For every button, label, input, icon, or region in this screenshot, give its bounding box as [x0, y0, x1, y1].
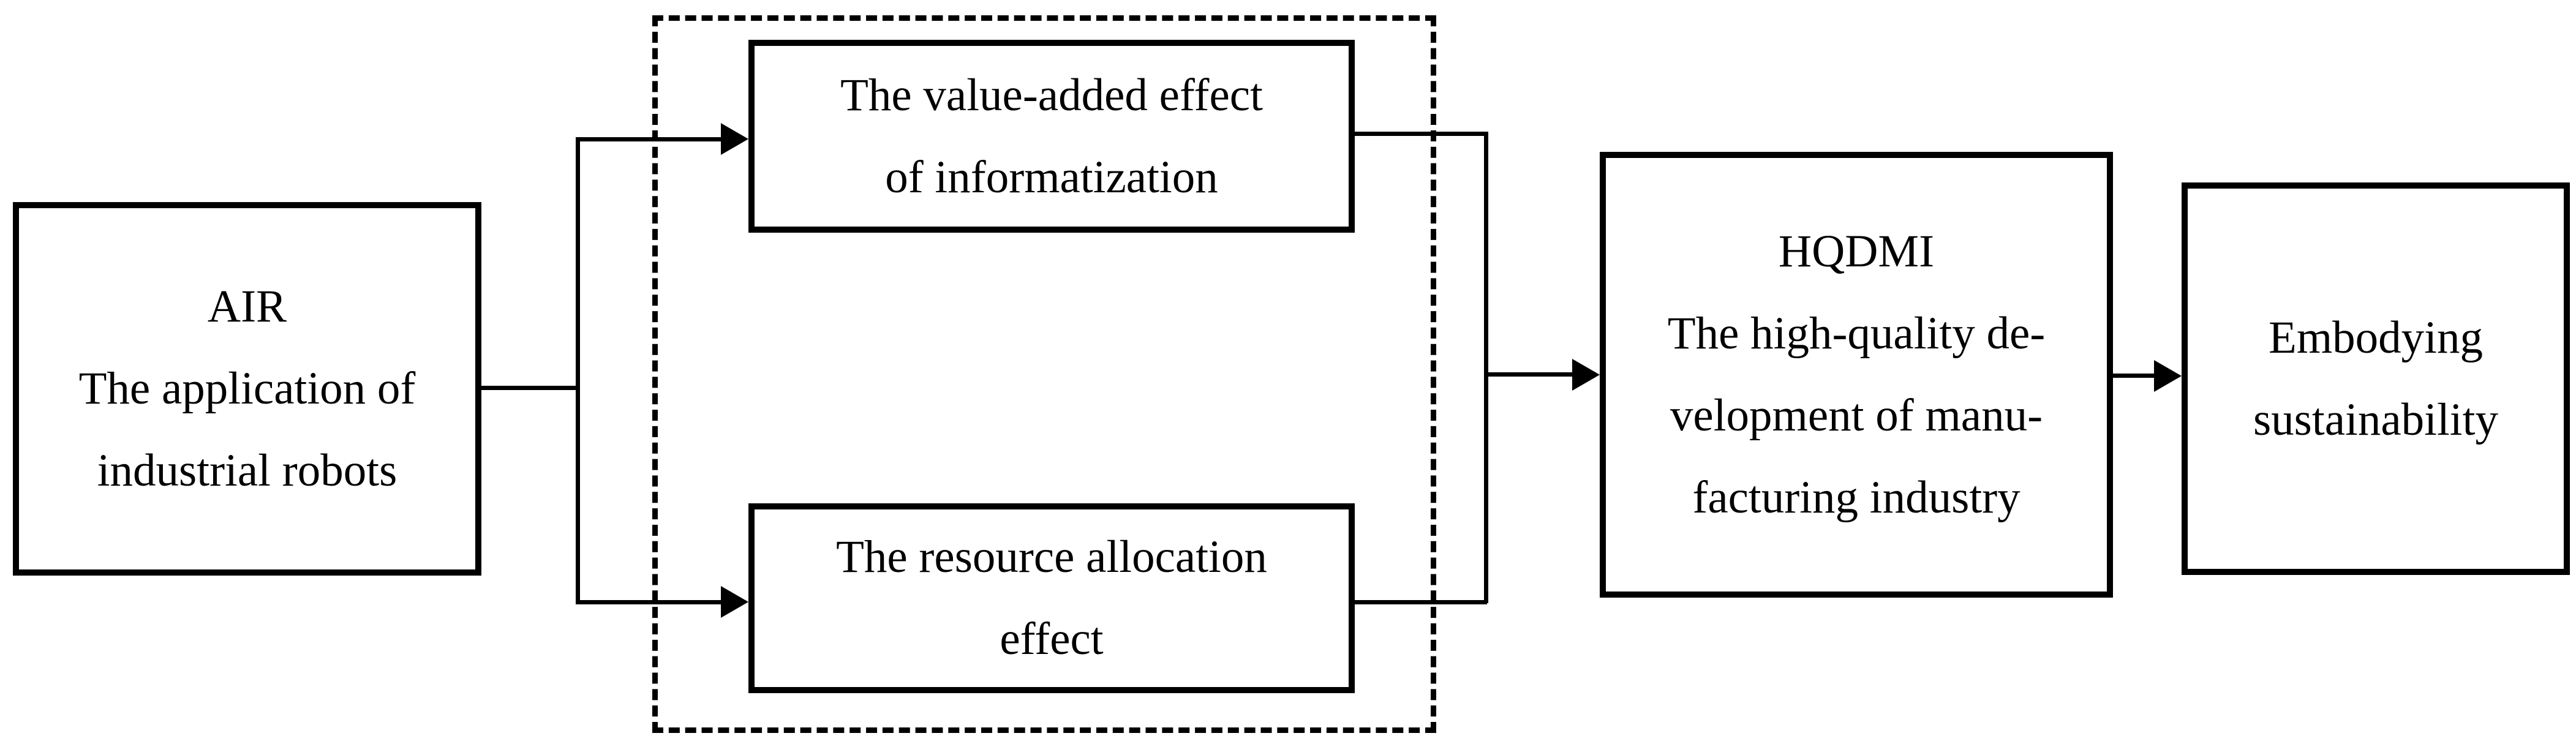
connector-value-added-exit	[1355, 132, 1487, 136]
node-air-line-2: The application of	[78, 363, 416, 414]
node-resource-allocation-effect: The resource allocation effect	[748, 503, 1355, 693]
connector-air-to-resource	[578, 600, 721, 604]
embodying-arrowhead-icon	[2154, 360, 2182, 392]
node-hqdmi-line-4: facturing industry	[1692, 472, 2021, 523]
node-value-added-line-1: The value-added effect	[840, 69, 1263, 121]
node-hqdmi-line-2: The high-quality de-	[1667, 308, 2046, 359]
connector-branch-vertical	[576, 137, 580, 604]
node-resource-line-1: The resource allocation	[836, 532, 1267, 582]
hqdmi-arrowhead-icon	[1572, 359, 1600, 391]
node-embodying-line-2: sustainability	[2253, 394, 2498, 445]
node-hqdmi: HQDMI The high-quality de- velopment of …	[1600, 152, 2113, 598]
node-air: AIR The application of industrial robots	[13, 202, 481, 576]
node-air-line-1: AIR	[207, 281, 287, 332]
node-embodying-sustainability: Embodying sustainability	[2182, 182, 2570, 575]
resource-arrowhead-icon	[721, 586, 748, 618]
node-hqdmi-line-1: HQDMI	[1778, 226, 1935, 277]
node-hqdmi-line-3: velopment of manu-	[1670, 390, 2043, 441]
connector-air-exit	[481, 386, 578, 390]
connector-merge-vertical	[1484, 132, 1488, 603]
connector-resource-exit	[1355, 600, 1487, 604]
connector-hqdmi-to-embodying	[2113, 374, 2154, 378]
node-resource-line-2: effect	[1000, 614, 1104, 664]
value-added-arrowhead-icon	[721, 123, 748, 155]
node-value-added-line-2: of informatization	[885, 151, 1218, 203]
node-embodying-line-1: Embodying	[2269, 312, 2483, 363]
node-value-added-effect: The value-added effect of informatizatio…	[748, 40, 1355, 233]
connector-air-to-value-added	[578, 137, 721, 141]
mediation-dashed-frame	[652, 15, 1436, 733]
node-air-line-3: industrial robots	[97, 445, 397, 496]
connector-merge-to-hqdmi	[1488, 372, 1572, 377]
